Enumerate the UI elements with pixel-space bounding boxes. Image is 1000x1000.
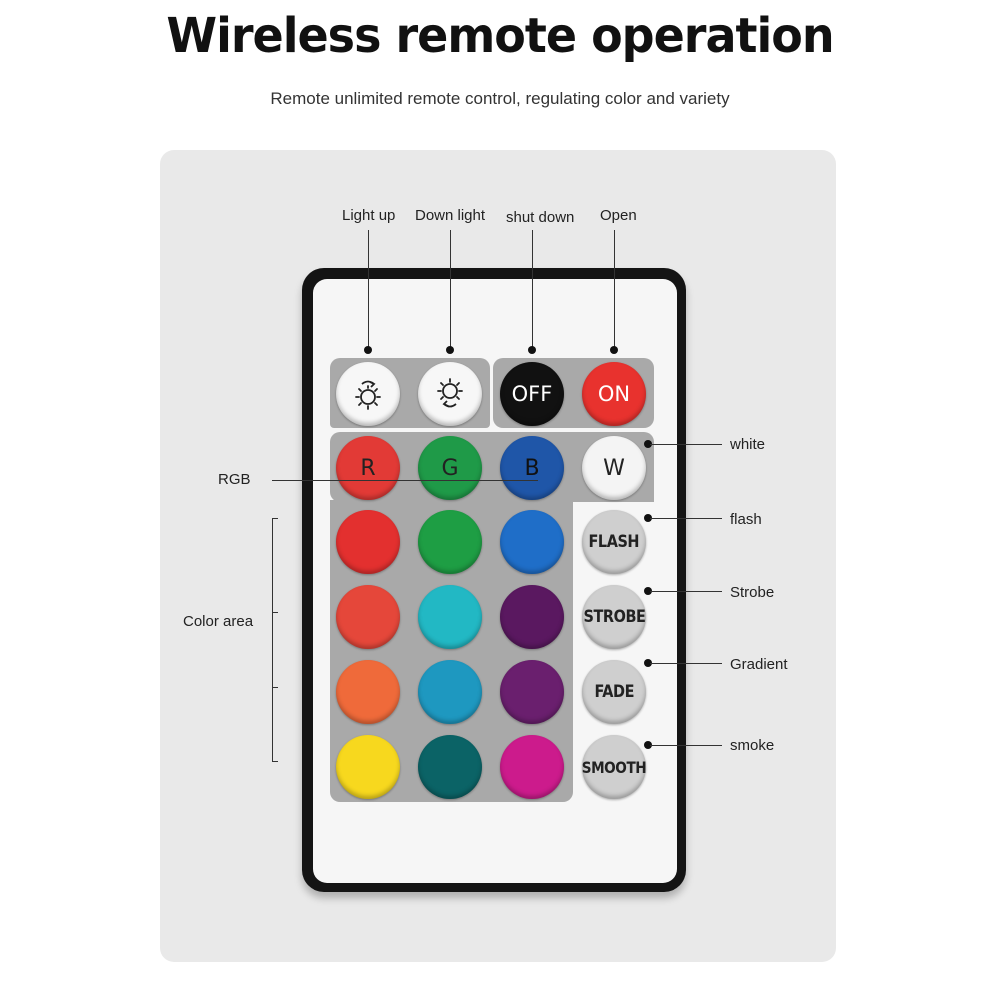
sun-brightness-up-icon: [355, 380, 381, 410]
flash-label: FLASH: [588, 532, 640, 552]
color-button-r4c2[interactable]: [418, 735, 482, 799]
leader-white: [650, 444, 722, 445]
brightness-up-button[interactable]: [336, 362, 400, 426]
color-button-r2c3[interactable]: [500, 585, 564, 649]
color-button-r4c3[interactable]: [500, 735, 564, 799]
leader-smoke: [650, 745, 722, 746]
dot-white: [644, 440, 652, 448]
leader-gradient: [650, 663, 722, 664]
bracket-color-area: [272, 518, 273, 762]
dot-open: [610, 346, 618, 354]
bracket-tick-2: [272, 612, 278, 613]
off-label: OFF: [511, 382, 553, 406]
dot-gradient: [644, 659, 652, 667]
brightness-down-button[interactable]: [418, 362, 482, 426]
dot-strobe: [644, 587, 652, 595]
color-button-r1c3[interactable]: [500, 510, 564, 574]
leader-down-light: [450, 230, 451, 348]
callout-shut-down: shut down: [506, 209, 575, 226]
dot-light-up: [364, 346, 372, 354]
page-title: Wireless remote operation: [166, 6, 834, 64]
leader-flash: [650, 518, 722, 519]
dot-down-light: [446, 346, 454, 354]
green-button[interactable]: G: [418, 436, 482, 500]
callout-light-up: Light up: [342, 207, 396, 224]
color-button-r2c2[interactable]: [418, 585, 482, 649]
bracket-tick-4: [272, 761, 278, 762]
on-button[interactable]: ON: [582, 362, 646, 426]
callout-color-area: Color area: [183, 613, 254, 630]
bracket-tick-3: [272, 687, 278, 688]
fade-button[interactable]: FADE: [582, 660, 646, 724]
color-button-r3c3[interactable]: [500, 660, 564, 724]
page-subtitle: Remote unlimited remote control, regulat…: [270, 89, 730, 108]
callout-white: white: [730, 436, 766, 453]
callout-gradient: Gradient: [730, 656, 788, 673]
callout-down-light: Down light: [415, 207, 486, 224]
sun-brightness-down-icon: [437, 378, 463, 408]
smooth-button[interactable]: SMOOTH: [581, 735, 647, 799]
dot-smoke: [644, 741, 652, 749]
leader-open: [614, 230, 615, 348]
green-label: G: [441, 455, 459, 481]
color-button-r4c1[interactable]: [336, 735, 400, 799]
callout-smoke: smoke: [730, 737, 775, 754]
callout-strobe: Strobe: [730, 584, 775, 601]
red-label: R: [360, 455, 376, 481]
smooth-label: SMOOTH: [581, 757, 647, 777]
red-button[interactable]: R: [336, 436, 400, 500]
leader-strobe: [650, 591, 722, 592]
strobe-button[interactable]: STROBE: [582, 585, 646, 649]
callout-flash: flash: [730, 511, 762, 528]
color-button-r3c1[interactable]: [336, 660, 400, 724]
off-button[interactable]: OFF: [500, 362, 564, 426]
fade-label: FADE: [594, 682, 634, 702]
blue-label: B: [524, 455, 540, 481]
leader-light-up: [368, 230, 369, 348]
strobe-label: STROBE: [583, 607, 646, 627]
blue-button[interactable]: B: [500, 436, 564, 500]
bracket-tick-1: [272, 518, 278, 519]
callout-rgb: RGB: [218, 471, 251, 488]
white-button[interactable]: W: [582, 436, 646, 500]
callout-open: Open: [600, 207, 637, 224]
color-button-r2c1[interactable]: [336, 585, 400, 649]
white-label: W: [603, 455, 625, 481]
on-label: ON: [597, 382, 631, 406]
color-button-r3c2[interactable]: [418, 660, 482, 724]
leader-rgb: [272, 480, 538, 481]
color-button-r1c1[interactable]: [336, 510, 400, 574]
dot-flash: [644, 514, 652, 522]
dot-shut-down: [528, 346, 536, 354]
leader-shut-down: [532, 230, 533, 348]
color-button-r1c2[interactable]: [418, 510, 482, 574]
flash-button[interactable]: FLASH: [582, 510, 646, 574]
